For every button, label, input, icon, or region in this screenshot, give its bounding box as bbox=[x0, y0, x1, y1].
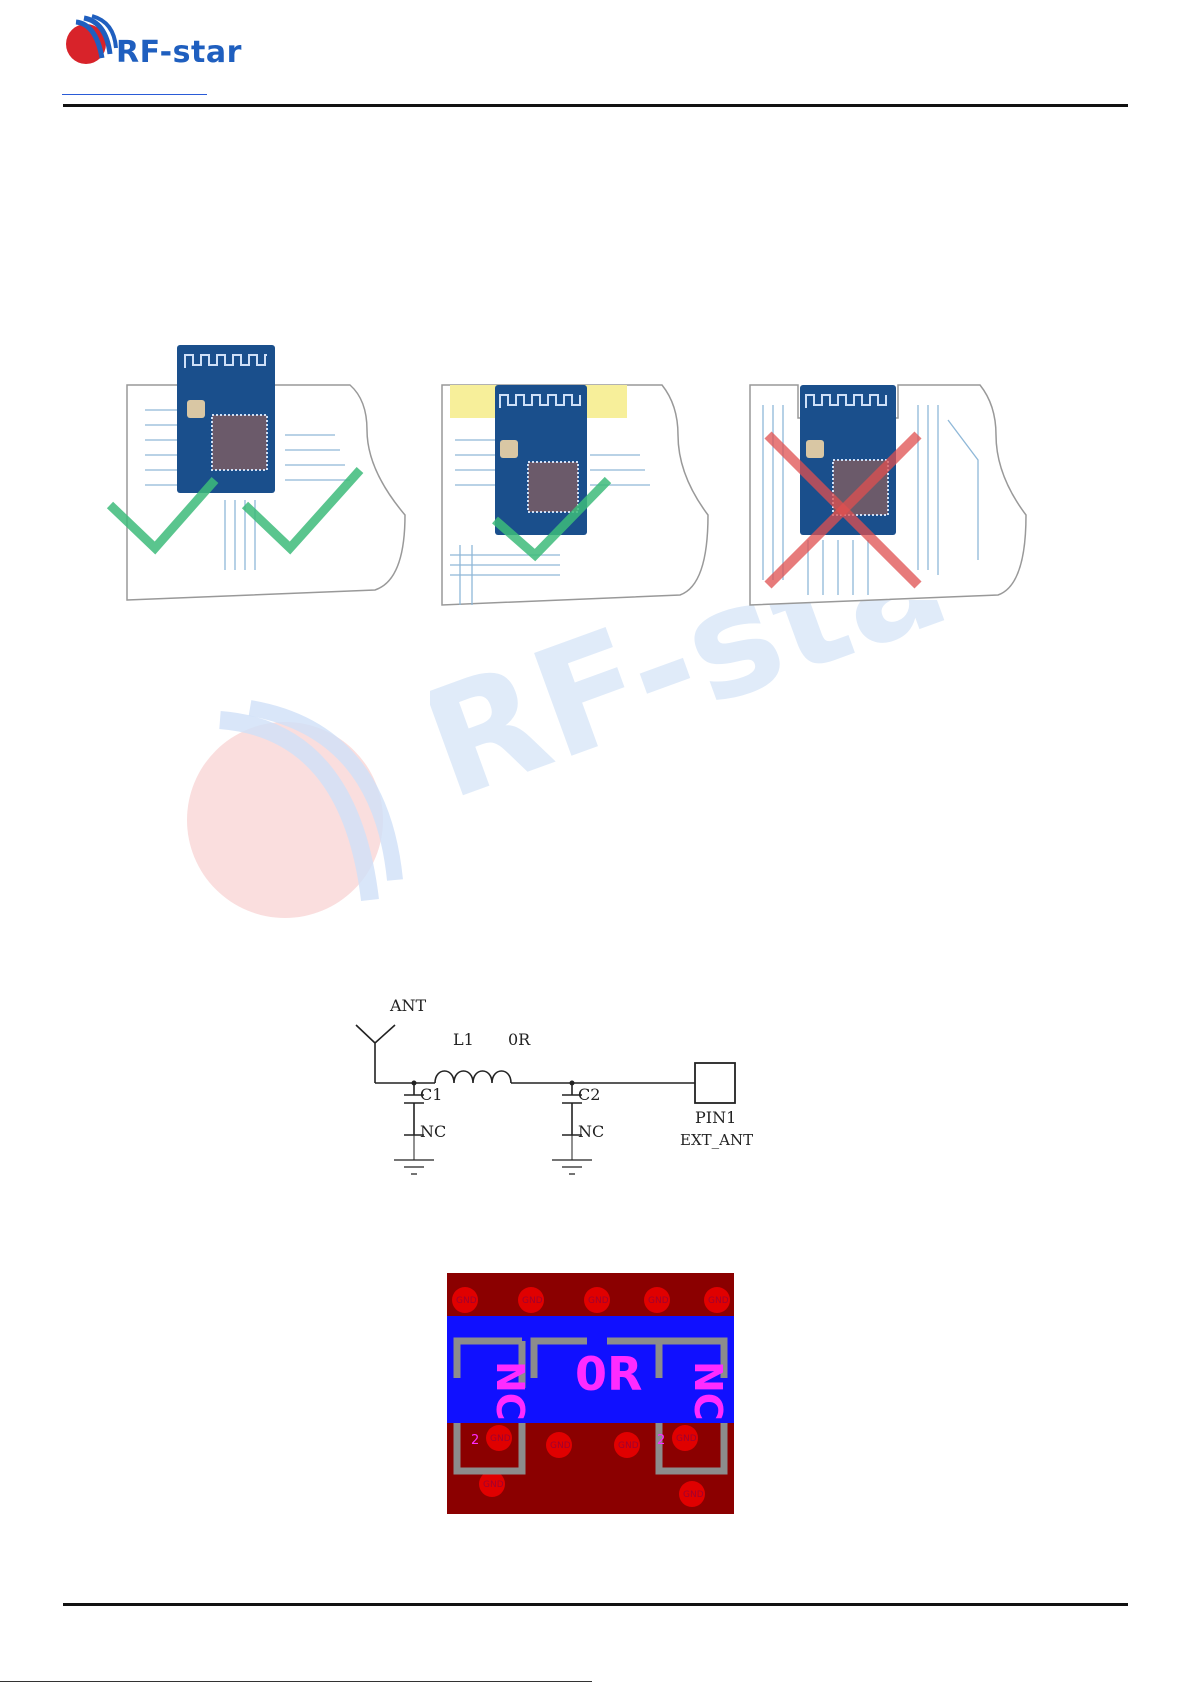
pin1-label: PIN1 bbox=[695, 1108, 736, 1127]
svg-text:GND: GND bbox=[708, 1296, 729, 1306]
svg-text:GND: GND bbox=[588, 1296, 609, 1306]
pin1-name: EXT_ANT bbox=[680, 1131, 753, 1149]
svg-text:2: 2 bbox=[657, 1433, 665, 1448]
footer-underline bbox=[0, 1681, 592, 1682]
svg-text:GND: GND bbox=[490, 1434, 511, 1444]
rf-star-logo-icon bbox=[62, 14, 118, 66]
svg-text:GND: GND bbox=[648, 1296, 669, 1306]
pcb-footprint-layout: GND GND GND GND GND GND GND GND GND GND … bbox=[447, 1273, 734, 1514]
inductor-symbol bbox=[435, 1071, 511, 1083]
svg-text:GND: GND bbox=[683, 1490, 704, 1500]
pin1-pad bbox=[695, 1063, 735, 1103]
l1-label: L1 bbox=[453, 1030, 474, 1049]
placement-figure-bad bbox=[748, 380, 1058, 610]
ant-label: ANT bbox=[389, 996, 427, 1015]
header-link-underline bbox=[62, 94, 207, 95]
c2-value: NC bbox=[578, 1122, 604, 1141]
svg-text:GND: GND bbox=[618, 1441, 639, 1451]
antenna-icon bbox=[356, 1025, 395, 1083]
c1-value: NC bbox=[420, 1122, 446, 1141]
l1-value: 0R bbox=[508, 1030, 531, 1049]
c2-label: C2 bbox=[578, 1085, 600, 1104]
r-value-label: 0R bbox=[575, 1347, 642, 1401]
watermark-logo-icon bbox=[180, 700, 410, 930]
svg-text:GND: GND bbox=[483, 1480, 504, 1490]
c-left-value-label: NC bbox=[488, 1361, 532, 1421]
brand-name: RF-star bbox=[116, 35, 242, 70]
c1-label: C1 bbox=[420, 1085, 442, 1104]
svg-text:GND: GND bbox=[456, 1296, 477, 1306]
c-right-value-label: NC bbox=[686, 1361, 730, 1421]
svg-text:GND: GND bbox=[522, 1296, 543, 1306]
watermark-text-graphic: RF-star bbox=[430, 600, 950, 840]
footer-rule bbox=[63, 1603, 1128, 1606]
svg-text:GND: GND bbox=[550, 1441, 571, 1451]
svg-text:GND: GND bbox=[676, 1434, 697, 1444]
placement-figure-good-2 bbox=[440, 380, 750, 610]
svg-text:RF-star: RF-star bbox=[430, 600, 950, 834]
antenna-matching-schematic: ANT L1 0R C1 NC C2 NC PIN1 EXT_ANT bbox=[350, 995, 810, 1195]
placement-figure-good-1 bbox=[105, 340, 415, 610]
header-rule bbox=[63, 104, 1128, 107]
svg-text:2: 2 bbox=[471, 1433, 479, 1448]
